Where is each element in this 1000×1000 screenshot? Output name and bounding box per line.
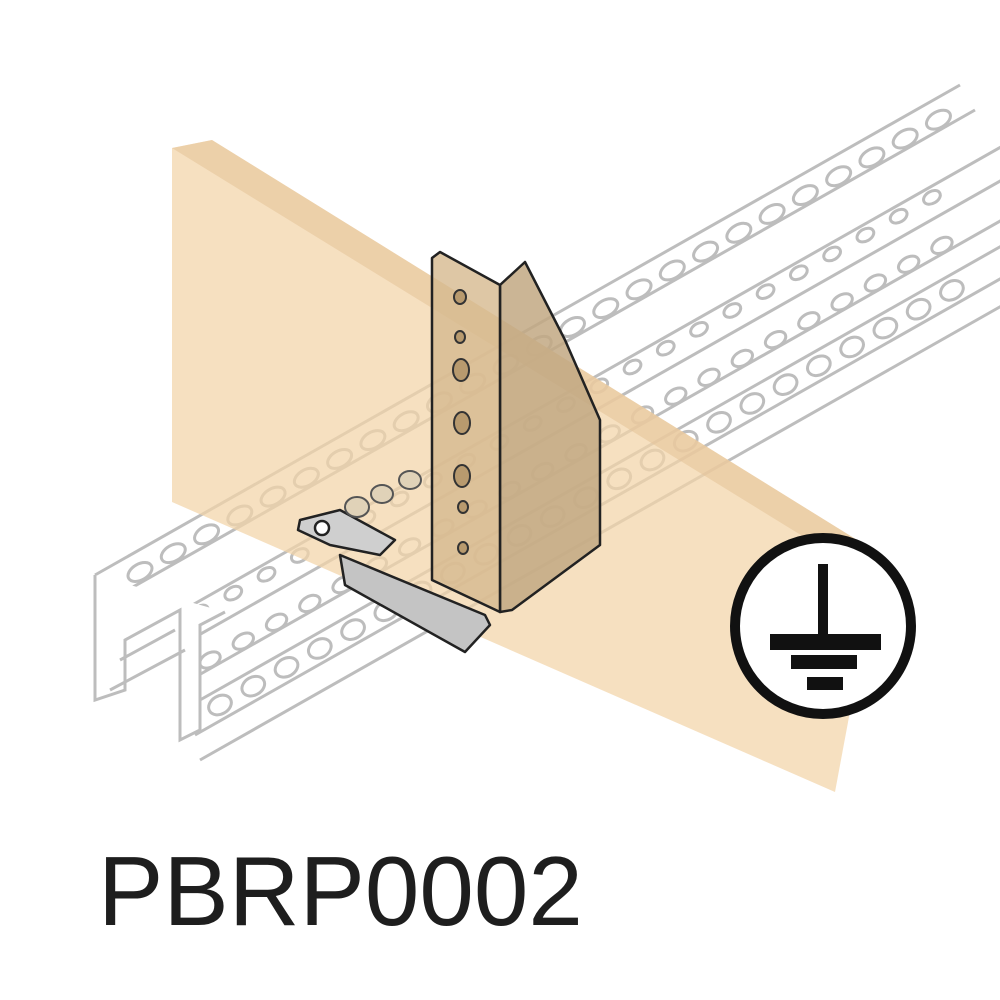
rail-hole bbox=[905, 297, 932, 321]
earthing-bracket bbox=[296, 250, 602, 654]
rail-hole bbox=[825, 165, 853, 188]
rail-hole bbox=[622, 358, 643, 376]
rail-hole bbox=[692, 240, 720, 263]
rail-hole bbox=[223, 584, 244, 602]
product-code-label: PBRP0002 bbox=[98, 836, 583, 946]
rail-hole bbox=[830, 292, 854, 312]
rail-hole bbox=[797, 311, 821, 331]
rail-hole bbox=[930, 235, 954, 256]
rail-hole bbox=[273, 655, 300, 679]
rail-hole bbox=[791, 184, 819, 207]
rail-hole bbox=[891, 127, 919, 150]
rail-hole bbox=[697, 367, 721, 387]
rail-hole bbox=[256, 565, 277, 583]
rail-hole bbox=[739, 392, 766, 415]
rail-hole bbox=[939, 279, 965, 302]
rail-hole bbox=[193, 523, 221, 546]
rail-hole bbox=[159, 542, 187, 565]
rail-end-profile bbox=[93, 575, 226, 743]
rail-hole bbox=[763, 329, 788, 350]
rail-hole bbox=[730, 348, 754, 369]
rail-hole bbox=[896, 254, 921, 274]
rail-hole bbox=[722, 302, 743, 319]
rail-hole bbox=[758, 202, 786, 225]
rail-hole bbox=[872, 316, 899, 340]
rail-hole bbox=[306, 637, 333, 660]
rail-hole bbox=[772, 373, 799, 396]
rail-hole bbox=[592, 297, 620, 320]
rail-hole bbox=[863, 273, 888, 293]
rail-hole bbox=[755, 283, 776, 300]
rail-hole bbox=[922, 189, 942, 206]
rail-hole bbox=[264, 612, 289, 632]
rail-hole bbox=[126, 561, 154, 583]
rail-hole bbox=[806, 354, 832, 378]
protective-earth-ground-icon bbox=[730, 533, 916, 719]
rail-hole bbox=[725, 221, 753, 244]
rail-hole bbox=[658, 259, 686, 282]
rail-hole bbox=[240, 674, 267, 698]
rail-hole bbox=[207, 693, 233, 717]
rail-hole bbox=[788, 264, 809, 282]
rail-hole bbox=[924, 108, 952, 131]
rail-hole bbox=[858, 146, 886, 169]
rail-hole bbox=[655, 339, 676, 357]
rail-hole bbox=[706, 410, 732, 434]
rail-hole bbox=[231, 631, 255, 651]
rail-hole bbox=[689, 320, 709, 338]
rail-hole bbox=[839, 335, 865, 359]
rail-hole bbox=[625, 278, 653, 301]
rail-hole bbox=[888, 207, 909, 225]
rail-hole bbox=[298, 593, 322, 614]
rail-hole bbox=[855, 226, 876, 244]
rail-hole bbox=[340, 618, 366, 641]
rail-hole bbox=[664, 386, 688, 406]
rail-hole bbox=[822, 245, 842, 263]
